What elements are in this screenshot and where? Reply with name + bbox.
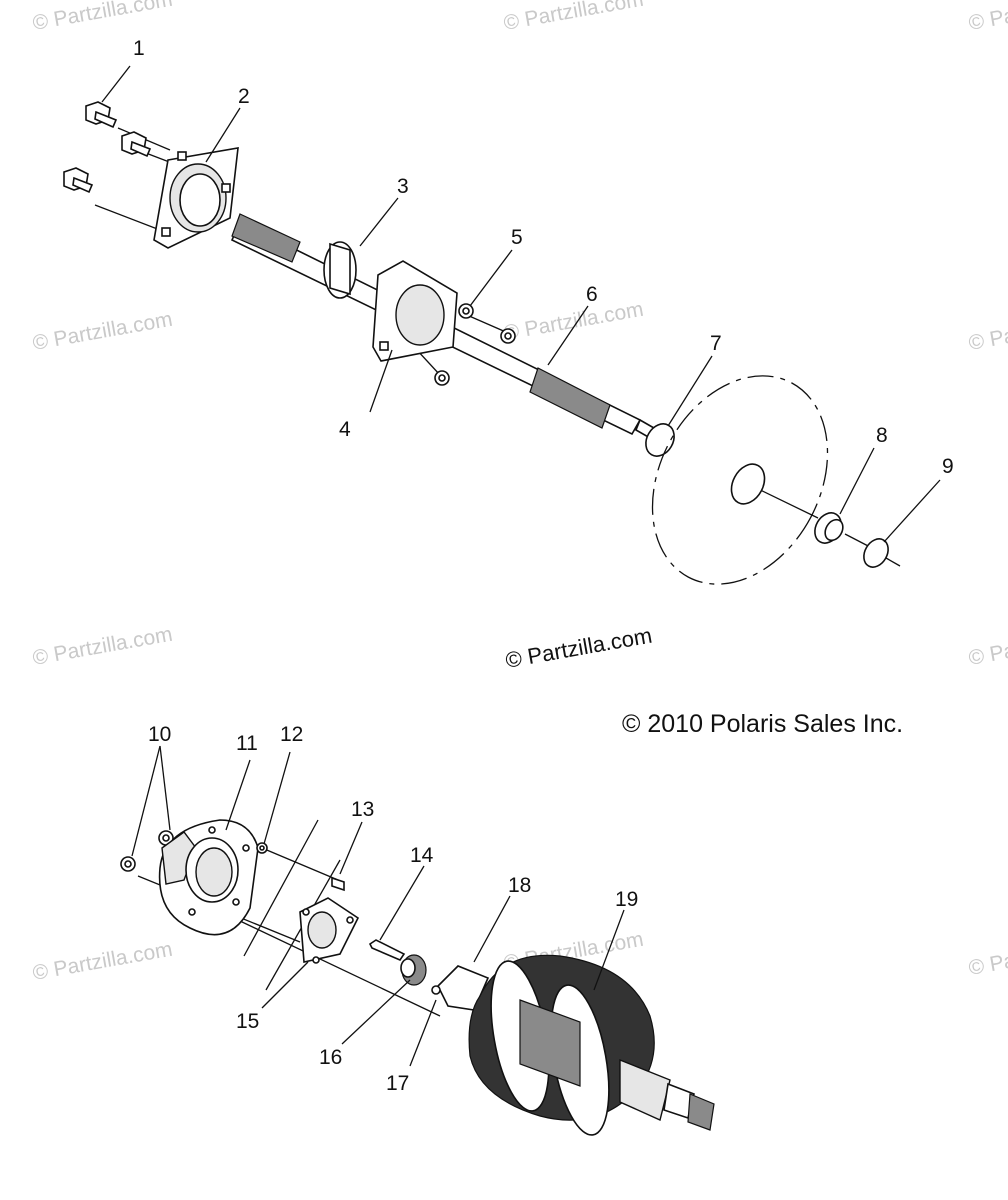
nut-part <box>158 830 174 846</box>
nut-part <box>500 328 516 344</box>
gearcase-part <box>468 954 715 1136</box>
nut-part <box>120 856 136 872</box>
partzilla-credit: © Partzilla.com <box>504 623 654 673</box>
bearing-flange-part <box>153 147 239 249</box>
bushing-part <box>814 512 844 544</box>
copyright-text: © 2010 Polaris Sales Inc. <box>622 710 903 738</box>
pin-part <box>331 876 345 892</box>
watermark: © Partzilla.com <box>967 308 1008 355</box>
gear-part <box>400 954 427 986</box>
callout-label: 13 <box>351 798 374 821</box>
housing-flange-part <box>158 819 259 936</box>
watermark: © Partzilla.com <box>967 623 1008 670</box>
nut-part <box>458 303 474 319</box>
lower-assembly: 10 11 12 13 14 15 16 17 18 19 <box>120 723 715 1136</box>
watermark: © Partzilla.com <box>967 933 1008 980</box>
watermark: © Partzilla.com <box>502 298 645 345</box>
callout-label: 11 <box>236 732 258 755</box>
gasket-part <box>299 897 360 964</box>
spacer-part <box>323 241 357 299</box>
callout-label: 12 <box>280 723 303 746</box>
callout-label: 6 <box>586 283 598 306</box>
nut-part <box>434 370 450 386</box>
callout-label: 1 <box>133 37 145 60</box>
watermark: © Partzilla.com <box>967 0 1008 35</box>
snap-ring-part <box>863 538 889 568</box>
callout-label: 7 <box>710 332 722 355</box>
callout-label: 9 <box>942 455 954 478</box>
watermark: © Partzilla.com <box>31 623 174 670</box>
clutch-hub <box>730 463 766 505</box>
callout-label: 15 <box>236 1010 259 1033</box>
watermark: © Partzilla.com <box>31 0 174 35</box>
bolt-part <box>63 167 94 194</box>
callout-label: 8 <box>876 424 888 447</box>
bolt-part <box>121 131 152 158</box>
upper-assembly: 1 2 3 4 5 6 7 8 9 <box>63 37 954 585</box>
bolt-part <box>368 939 406 961</box>
callout-label: 17 <box>386 1072 409 1095</box>
watermark: © Partzilla.com <box>502 0 645 35</box>
callout-label: 2 <box>238 85 250 108</box>
callout-label: 16 <box>319 1046 342 1069</box>
bolt-part <box>85 101 118 129</box>
watermark: © Partzilla.com <box>31 308 174 355</box>
callout-label: 3 <box>397 175 409 198</box>
callout-label: 18 <box>508 874 531 897</box>
o-ring-part <box>256 842 268 854</box>
watermark: © Partzilla.com <box>31 938 174 985</box>
callout-label: 14 <box>410 844 434 867</box>
callout-label: 4 <box>339 418 351 441</box>
driven-clutch-outline <box>651 375 829 585</box>
callout-label: 5 <box>511 226 523 249</box>
callout-label: 19 <box>615 888 638 911</box>
bearing-flange-part <box>372 260 458 362</box>
callout-label: 10 <box>148 723 171 746</box>
